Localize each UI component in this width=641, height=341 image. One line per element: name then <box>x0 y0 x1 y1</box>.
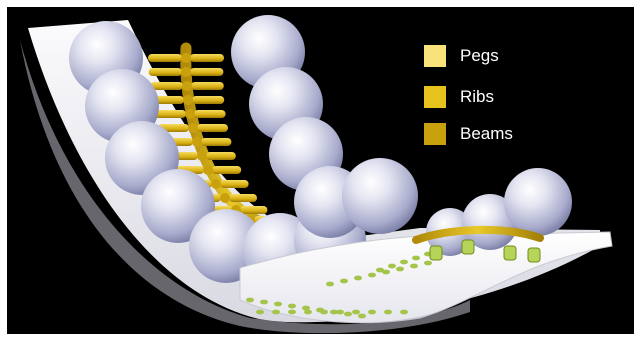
peg-dot <box>388 264 396 269</box>
rib-right <box>191 82 224 90</box>
beam-joint <box>203 165 213 175</box>
peg-dot <box>272 310 280 315</box>
beam-joint <box>182 81 192 91</box>
ribs-label: Ribs <box>460 86 494 108</box>
peg-dot <box>326 282 334 287</box>
peg-dot <box>336 310 344 315</box>
sphere <box>342 158 418 234</box>
beam-joint <box>188 123 198 133</box>
peg-dot <box>358 314 366 319</box>
beams-label: Beams <box>460 123 513 145</box>
peg-dot <box>274 302 282 307</box>
rib-left <box>149 68 182 76</box>
peg <box>430 246 442 260</box>
beam-joint <box>181 53 191 63</box>
rib-right <box>190 68 223 76</box>
beam-joint <box>197 151 207 161</box>
peg <box>462 240 474 254</box>
peg-dot <box>256 310 264 315</box>
legend-item-pegs: Pegs <box>424 45 499 67</box>
peg-dot <box>396 267 404 272</box>
rib-right <box>194 110 226 118</box>
peg-dot <box>368 273 376 278</box>
rib-right <box>229 194 257 202</box>
rib-right <box>192 96 224 104</box>
beam-joint <box>183 95 193 105</box>
beam-joint <box>220 193 230 203</box>
peg <box>504 246 516 260</box>
rib-right <box>212 166 241 174</box>
peg-dot <box>354 276 362 281</box>
peg-dot <box>400 310 408 315</box>
peg-dot <box>352 310 360 315</box>
beam-joint <box>185 109 195 119</box>
peg-dot <box>260 300 268 305</box>
sphere <box>504 168 572 236</box>
peg-dot <box>424 261 432 266</box>
pegs-label: Pegs <box>460 45 499 67</box>
rib-right <box>201 138 231 146</box>
peg-dot <box>384 310 392 315</box>
rib-right <box>220 180 249 188</box>
beam-joint <box>192 137 202 147</box>
rib-left <box>148 54 182 62</box>
rib-left <box>150 82 183 90</box>
peg-dot <box>340 279 348 284</box>
rib-right <box>240 206 267 214</box>
peg-dot <box>288 304 296 309</box>
pegs-swatch <box>424 45 446 67</box>
peg-dot <box>412 256 420 261</box>
legend-item-beams: Beams <box>424 123 513 145</box>
peg-dot <box>410 264 418 269</box>
peg-dot <box>304 310 312 315</box>
beams-swatch <box>424 123 446 145</box>
peg-dot <box>368 310 376 315</box>
rib-right <box>190 54 224 62</box>
rib-right <box>206 152 236 160</box>
peg-dot <box>246 298 254 303</box>
peg-dot <box>376 268 384 273</box>
legend-item-ribs: Ribs <box>424 86 494 108</box>
ribs-swatch <box>424 86 446 108</box>
peg <box>528 248 540 262</box>
peg-dot <box>344 312 352 317</box>
beam-joint <box>181 67 191 77</box>
peg-dot <box>320 310 328 315</box>
rib-left <box>154 110 186 118</box>
peg-dot <box>288 310 296 315</box>
beam-joint <box>211 179 221 189</box>
rib-right <box>197 124 228 132</box>
peg-dot <box>400 260 408 265</box>
